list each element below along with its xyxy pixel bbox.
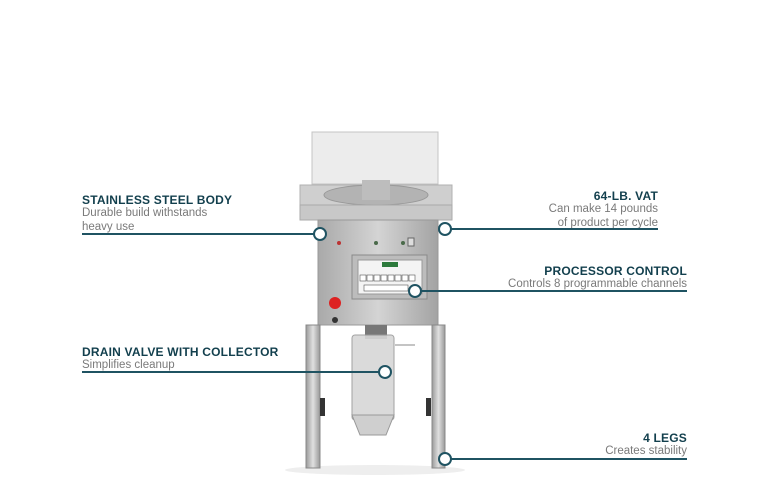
- callout-desc: Creates stability: [605, 445, 687, 457]
- callout-desc: of product per cycle: [557, 216, 658, 229]
- leg: [431, 324, 446, 469]
- callout-legs: 4 LEGS Creates stability: [605, 432, 687, 459]
- callout-desc: Durable build withstands: [82, 207, 208, 219]
- callout-title: PROCESSOR CONTROL: [544, 264, 687, 278]
- callout-title: DRAIN VALVE WITH COLLECTOR: [82, 345, 279, 359]
- leader-line: [82, 233, 314, 235]
- hotspot-drain-valve[interactable]: [378, 365, 392, 379]
- hotspot-processor-control[interactable]: [408, 284, 422, 298]
- hotspot-stainless-steel-body[interactable]: [313, 227, 327, 241]
- callout-vat: 64-LB. VAT Can make 14 pounds of product…: [549, 190, 658, 230]
- leader-line: [420, 290, 687, 292]
- callout-drain-valve: DRAIN VALVE WITH COLLECTOR Simplifies cl…: [82, 346, 279, 373]
- callout-desc: Controls 8 programmable channels: [508, 278, 687, 290]
- callout-desc: Simplifies cleanup: [82, 359, 175, 371]
- callout-desc: heavy use: [82, 220, 135, 233]
- leg: [305, 324, 321, 469]
- processor-control-panel: [351, 254, 428, 300]
- callout-title: 64-LB. VAT: [593, 189, 658, 203]
- callout-processor-control: PROCESSOR CONTROL Controls 8 programmabl…: [508, 265, 687, 292]
- leader-line: [82, 371, 380, 373]
- callout-desc: Can make 14 pounds: [548, 203, 658, 215]
- callout-stainless-steel-body: STAINLESS STEEL BODY Durable build withs…: [82, 194, 232, 234]
- callout-title: STAINLESS STEEL BODY: [82, 193, 233, 207]
- backsplash: [311, 131, 439, 185]
- leader-line: [450, 458, 687, 460]
- hotspot-vat[interactable]: [438, 222, 452, 236]
- hotspot-legs[interactable]: [438, 452, 452, 466]
- drain-collector: [351, 325, 415, 436]
- callout-title: 4 LEGS: [643, 431, 687, 445]
- leader-line: [450, 228, 658, 230]
